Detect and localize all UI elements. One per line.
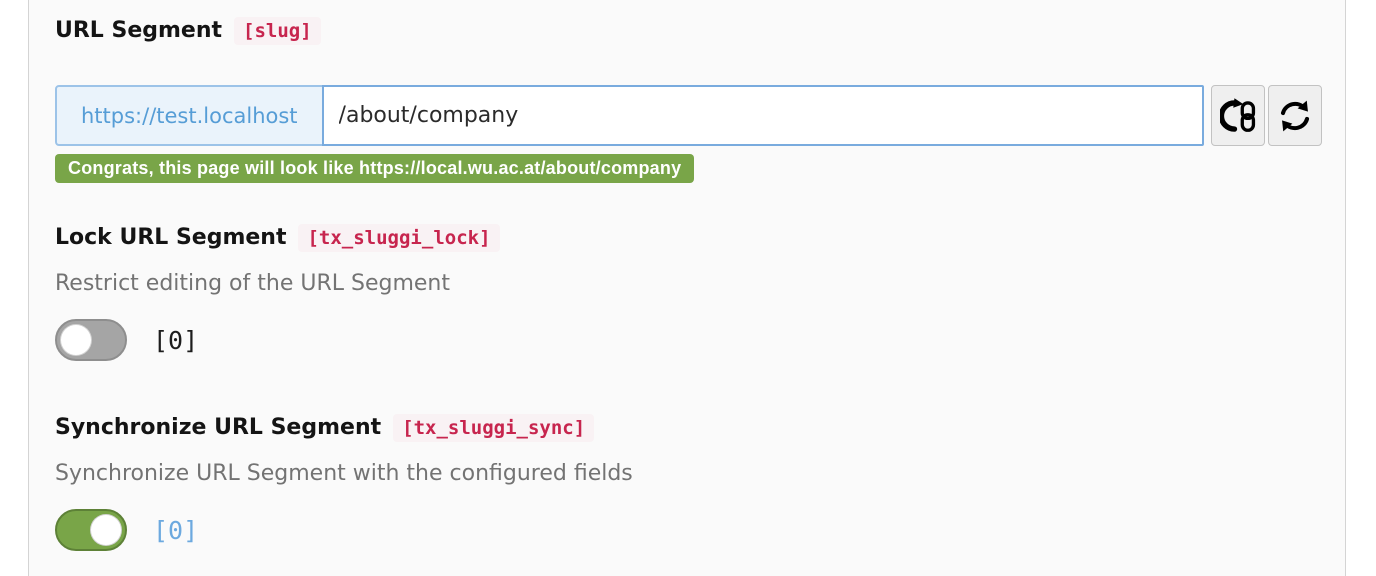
slug-regenerate-button[interactable] [1268, 85, 1322, 146]
slug-input-row: https://test.localhost [55, 85, 1322, 146]
lock-toggle-row: [0] [55, 319, 1322, 361]
lock-field-description: Restrict editing of the URL Segment [55, 271, 450, 296]
sync-field-label: Synchronize URL Segment [tx_sluggi_sync] [55, 413, 1322, 443]
lock-toggle-value: [0] [153, 325, 199, 355]
lock-toggle-switch[interactable] [55, 319, 127, 361]
lock-field-code-tag: [tx_sluggi_lock] [298, 224, 500, 252]
sync-toggle-switch[interactable] [55, 509, 127, 551]
toggle-knob [90, 514, 122, 546]
slug-field-label: URL Segment [slug] [55, 16, 1322, 46]
slug-prefix-link[interactable]: https://test.localhost [55, 85, 324, 146]
slug-link-toggle-button[interactable] [1211, 85, 1265, 146]
refresh-icon [1277, 98, 1313, 134]
slug-preview-badge: Congrats, this page will look like https… [55, 154, 695, 183]
slug-field-code-tag: [slug] [234, 17, 321, 45]
lock-field-label: Lock URL Segment [tx_sluggi_lock] [55, 223, 1322, 253]
slug-input[interactable] [321, 85, 1204, 146]
sync-toggle-row: [0] [55, 509, 1322, 551]
eye-chain-icon [1220, 97, 1256, 135]
slug-input-group: https://test.localhost [55, 85, 1204, 146]
sync-field-code-tag: [tx_sluggi_sync] [393, 414, 595, 442]
slug-field-section: URL Segment [slug] https://test.localhos… [55, 16, 1322, 183]
slug-field-label-text: URL Segment [55, 18, 223, 43]
lock-field-label-text: Lock URL Segment [55, 225, 287, 250]
form-panel: URL Segment [slug] https://test.localhos… [28, 0, 1346, 576]
sync-field-label-text: Synchronize URL Segment [55, 415, 382, 440]
toggle-knob [60, 324, 92, 356]
sync-toggle-value: [0] [153, 515, 199, 545]
sync-field-section: Synchronize URL Segment [tx_sluggi_sync]… [55, 413, 1322, 551]
lock-field-section: Lock URL Segment [tx_sluggi_lock] Restri… [55, 223, 1322, 361]
sync-field-description: Synchronize URL Segment with the configu… [55, 461, 633, 486]
